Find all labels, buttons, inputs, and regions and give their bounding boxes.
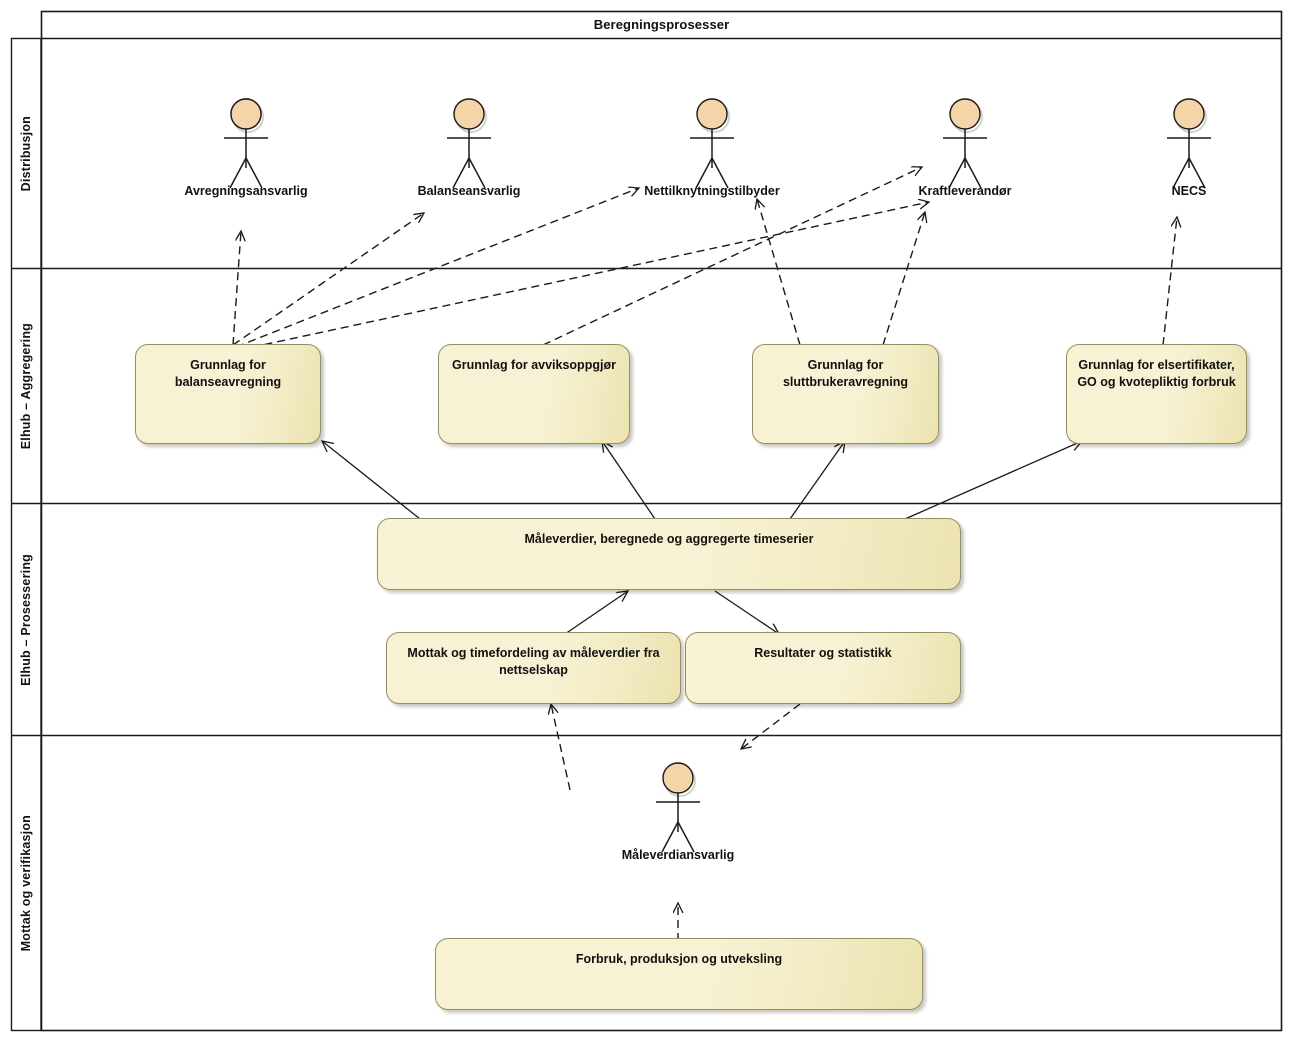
actor-nettilknytningstilbyder[interactable]: Nettilknytningstilbyder [644, 96, 780, 206]
node-grunnlag-elsertifikater[interactable]: Grunnlag for elsertifikater, GO og kvote… [1066, 344, 1247, 444]
actor-label: Balanseansvarlig [417, 184, 521, 198]
actor-avregningsansvarlig[interactable]: Avregningsansvarlig [184, 96, 308, 206]
node-resultater-statistikk[interactable]: Resultater og statistikk [685, 632, 961, 704]
lane-label-mottak-verifikasjon: Mottak og verifikasjon [11, 736, 41, 1030]
actor-maleverdiansvarlig[interactable]: Måleverdiansvarlig [622, 760, 734, 870]
connector-maleverdier-sluttbrukeravregning [789, 441, 845, 520]
actor-stick-figure-icon [224, 98, 268, 189]
node-label: Mottak og timefordeling av måleverdier f… [407, 646, 660, 677]
lane-label-elhub-prosessering: Elhub – Prosessering [11, 504, 41, 735]
lane-label-text: Mottak og verifikasjon [19, 814, 33, 952]
connector-maleverdier-avviksoppgjor [602, 441, 656, 520]
node-label: Grunnlag for elsertifikater, GO og kvote… [1077, 358, 1236, 389]
actor-label: Måleverdiansvarlig [621, 848, 735, 862]
node-grunnlag-balanseavregning[interactable]: Grunnlag for balanseavregning [135, 344, 321, 444]
node-maleverdier-timeserier[interactable]: Måleverdier, beregnede og aggregerte tim… [377, 518, 961, 590]
connector-maleverdier-balanseavregning [322, 441, 421, 520]
connector-maleverdier-resultater [714, 590, 779, 634]
node-forbruk-produksjon-utveksling[interactable]: Forbruk, produksjon og utveksling [435, 938, 923, 1010]
actor-label: Nettilknytningstilbyder [644, 184, 780, 198]
lane-label-column [10, 37, 42, 1032]
node-label: Resultater og statistikk [754, 646, 892, 660]
actor-balanseansvarlig[interactable]: Balanseansvarlig [418, 96, 520, 206]
actor-kraftleverandor[interactable]: Kraftleverandør [915, 96, 1015, 206]
node-label: Forbruk, produksjon og utveksling [575, 952, 783, 966]
node-mottak-timefordeling[interactable]: Mottak og timefordeling av måleverdier f… [386, 632, 681, 704]
lane-label-text: Elhub – Prosessering [19, 553, 33, 686]
connector-maleverdier-elsertifikater [904, 441, 1082, 520]
connector-resultater-maleverdiansvarlig [741, 703, 801, 749]
actor-necs[interactable]: NECS [1139, 96, 1239, 206]
node-label: Grunnlag for balanseavregning [174, 358, 282, 389]
node-grunnlag-avviksoppgjor[interactable]: Grunnlag for avviksoppgjør [438, 344, 630, 444]
connector-balanseavregning-nettilknytningstilbyder [235, 188, 639, 348]
lane-label-text: Distribusjon [19, 115, 33, 192]
lane-label-text: Elhub – Aggregering [19, 322, 33, 450]
connector-balanseavregning-avregningsansvarlig [232, 231, 241, 346]
actor-stick-figure-icon [943, 98, 987, 189]
node-label: Grunnlag for sluttbrukeravregning [782, 358, 909, 389]
connector-avviksoppgjor-kraftleverandor [542, 167, 922, 346]
node-label: Grunnlag for avviksoppgjør [452, 358, 616, 372]
connector-mottak-maleverdier [564, 591, 628, 635]
connector-maleverdiansvarlig-mottak [551, 704, 571, 791]
actor-stick-figure-icon [1167, 98, 1211, 189]
node-label: Måleverdier, beregnede og aggregerte tim… [524, 532, 814, 546]
connector-elsertifikater-necs [1162, 217, 1177, 346]
diagram-title: Beregningsprosesser [593, 17, 730, 32]
connector-balanseavregning-kraftleverandor [238, 202, 929, 351]
actor-stick-figure-icon [690, 98, 734, 189]
lane-label-distribusjon: Distribusjon [11, 39, 41, 268]
actor-label: NECS [1171, 184, 1207, 198]
actor-stick-figure-icon [447, 98, 491, 189]
actor-label: Kraftleverandør [918, 184, 1012, 198]
connector-sluttbrukeravregning-kraftleverandor [882, 212, 925, 346]
node-grunnlag-sluttbrukeravregning[interactable]: Grunnlag for sluttbrukeravregning [752, 344, 939, 444]
connector-balanseavregning-balanseansvarlig [232, 213, 424, 346]
actor-stick-figure-icon [656, 762, 700, 853]
lane-label-elhub-aggregering: Elhub – Aggregering [11, 269, 41, 503]
actor-label: Avregningsansvarlig [184, 184, 308, 198]
connector-sluttbrukeravregning-nettilknytningstilbyder [757, 199, 801, 346]
